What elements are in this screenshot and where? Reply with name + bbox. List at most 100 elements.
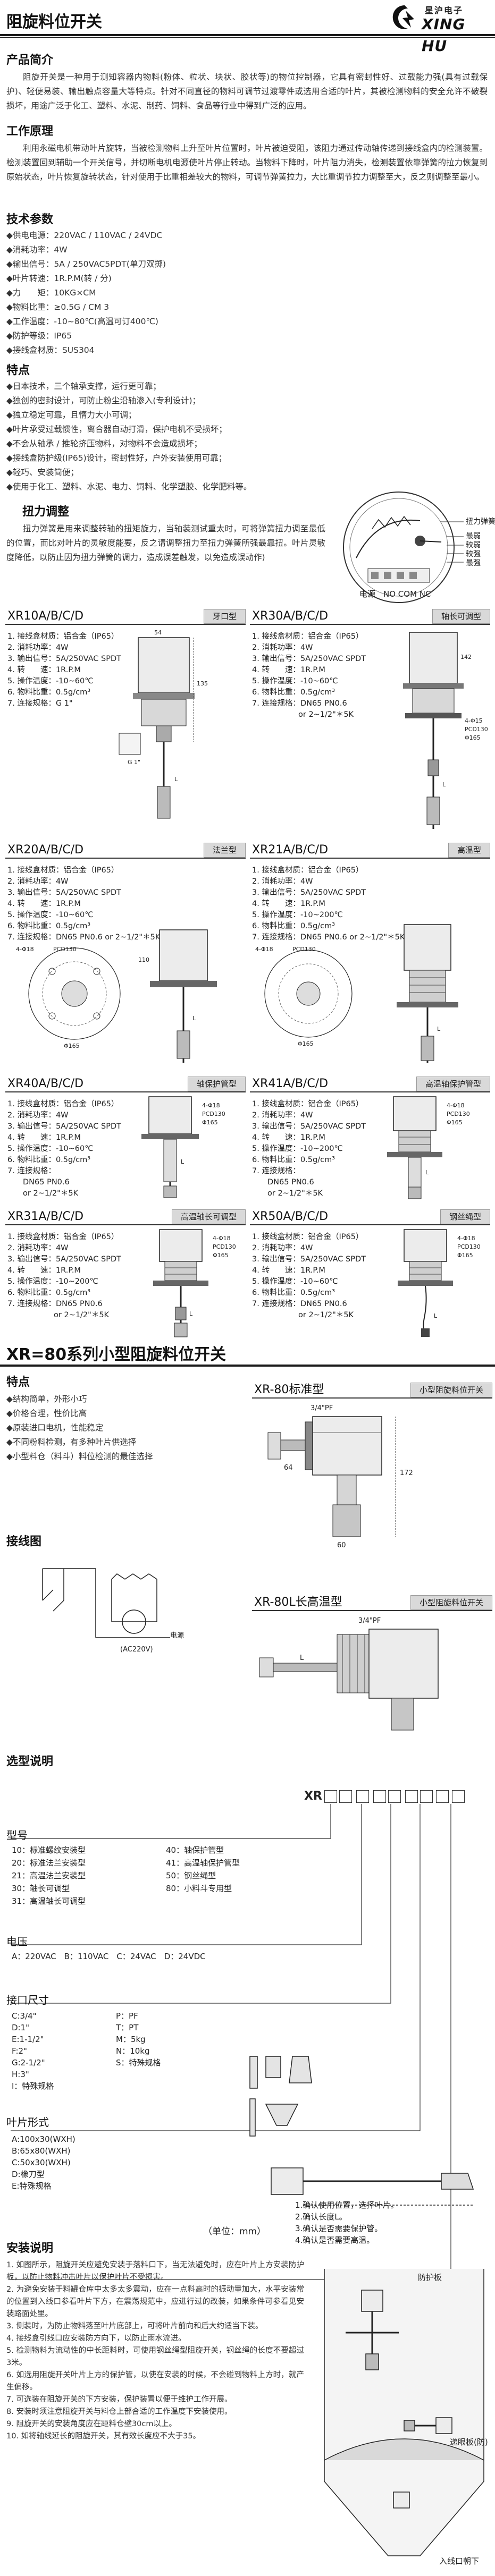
model-name: XR30A/B/C/D bbox=[252, 609, 329, 623]
tech-item: ◆力 矩：10KG×CM bbox=[6, 288, 96, 298]
xr80l-panel: XR-80L长高温型 小型阻旋料位开关 3/4"PF L bbox=[252, 1592, 492, 1762]
feature-item: ◆叶片承受过载惯性，离合器自动打滑，保护电机不受损坏； bbox=[6, 425, 227, 434]
blade-list: A:100x30(WXH) B:65x80(WXH) C:50x30(WXH) … bbox=[12, 2134, 75, 2191]
dim-label: 4-Φ18 bbox=[213, 1235, 231, 1242]
dim-label: L bbox=[434, 1312, 438, 1319]
model-tag: 高温轴长可调型 bbox=[171, 1209, 246, 1224]
dim-label: 4-Φ18 bbox=[255, 946, 273, 953]
dim-label: 4-Φ18 bbox=[457, 1235, 475, 1242]
code-box bbox=[420, 1790, 433, 1803]
intro-text: 阻旋开关是一种用于测知容器内物料(粉体、粒状、块状、胶状等)的物位控制器，它具有… bbox=[6, 72, 488, 111]
model-drawing: 3/4"PF 172 60 64 bbox=[267, 1404, 413, 1549]
model-name: XR-80L长高温型 bbox=[254, 1596, 342, 1609]
dim-label: 172 bbox=[400, 1469, 413, 1477]
model-tag: 高温轴保护管型 bbox=[416, 1077, 490, 1091]
type-title: 型号 bbox=[6, 1829, 28, 1842]
dim-label: 4-Φ15 bbox=[465, 717, 483, 724]
xr80-rule bbox=[0, 1365, 495, 1367]
page-header: 阻旋料位开关 星沪电子 XING HU bbox=[0, 0, 495, 55]
torque-label-weakest: 最弱 bbox=[466, 532, 481, 540]
code-box bbox=[356, 1790, 369, 1803]
code-box bbox=[373, 1790, 386, 1803]
code-box bbox=[339, 1790, 352, 1803]
wiring-voltage: (AC220V) bbox=[120, 1646, 153, 1654]
tech-item: ◆防护等级：IP65 bbox=[6, 331, 72, 341]
power-options: A：220VAC B：110VAC C：24VAC D：24VDC bbox=[12, 1952, 206, 1961]
feature-item: ◆独立稳定可靠，且惰力大小可调； bbox=[6, 410, 137, 420]
dim-label: 4-Φ18 bbox=[202, 1102, 220, 1109]
model-name: XR10A/B/C/D bbox=[7, 609, 84, 623]
dim-label: PCD130 bbox=[202, 1111, 225, 1117]
model-panel-xr40: XR40A/B/C/D 轴保护管型 1. 接线盒材质：铝合金（IP65）2. 消… bbox=[5, 1073, 246, 1201]
selection-leader-lines bbox=[11, 1804, 451, 2280]
model-specs: 1. 接线盒材质：铝合金（IP65）2. 消耗功率：4W 3. 输出信号：5A/… bbox=[7, 1233, 122, 1319]
tech-item: ◆供电电源：220VAC / 110VAC / 24VDC bbox=[6, 231, 163, 240]
torque-label-weak: 较弱 bbox=[466, 541, 481, 549]
dim-label: 110 bbox=[138, 956, 149, 963]
page-title: 阻旋料位开关 bbox=[6, 13, 102, 31]
model-code-prefix: XR bbox=[304, 1790, 322, 1803]
power-title: 电压 bbox=[6, 1935, 28, 1948]
dim-label: PCD130 bbox=[292, 946, 316, 953]
feature-item: ◆独创的密封设计，可防止粉尘沿轴渗入(专利设计)； bbox=[6, 396, 201, 405]
dim-label: L bbox=[189, 1310, 193, 1317]
code-box bbox=[388, 1790, 401, 1803]
code-box bbox=[405, 1790, 418, 1803]
feature-item: ◆日本技术，三个轴承支撑，运行更可靠； bbox=[6, 382, 161, 391]
dim-label: L bbox=[442, 781, 446, 788]
xr80-feature: ◆不同粉料检测，有多种叶片供选择 bbox=[6, 1437, 137, 1447]
dim-label: 60 bbox=[337, 1541, 346, 1549]
model-drawing: 4-Φ15 PCD130 Φ165 142 L bbox=[403, 632, 488, 829]
model-name: XR21A/B/C/D bbox=[252, 843, 329, 857]
torque-label-strongest: 最强 bbox=[466, 559, 481, 567]
model-name: XR-80标准型 bbox=[254, 1383, 324, 1396]
model-specs: 1. 接线盒材质：铝合金（IP65）2. 消耗功率：4W 3. 输出信号：5A/… bbox=[252, 632, 366, 719]
tech-item: ◆接线盒材质：SUS304 bbox=[6, 345, 95, 355]
install-label-plate: 递眼板(防) bbox=[450, 2437, 488, 2447]
intro-title: 产品简介 bbox=[6, 54, 54, 67]
tech-item: ◆物料比重：≥0.5G / CM 3 bbox=[6, 302, 110, 312]
xr80-feature: ◆原装进口电机，性能稳定 bbox=[6, 1423, 104, 1433]
model-name: XR41A/B/C/D bbox=[252, 1077, 329, 1090]
torque-text: 扭力弹簧是用来调整转轴的扭矩旋力，当轴装测试重太时，可将弹簧扭力调至最低的位置，… bbox=[6, 524, 325, 562]
dim-label: Φ165 bbox=[298, 1040, 314, 1047]
tech-item: ◆输出信号：5A / 250VAC5PDT(单刀双掷) bbox=[6, 259, 166, 269]
brand-name-en: XING HU bbox=[422, 15, 466, 55]
dim-label: 64 bbox=[284, 1464, 293, 1472]
dim-label: 3/4"PF bbox=[311, 1404, 333, 1412]
torque-terminals: 电源 NO COM NC bbox=[359, 589, 431, 599]
model-drawing: 3/4"PF L bbox=[259, 1617, 439, 1731]
xr80-features-list: ◆结构简单，外形小巧 ◆价格合理，性价比高 ◆原装进口电机，性能稳定 ◆不同粉料… bbox=[6, 1392, 153, 1464]
selection-notes: 1.确认使用位置，选择叶片。 2.确认长度L。 3.确认是否需要保护管。 4.确… bbox=[295, 2200, 399, 2245]
install-title: 安装说明 bbox=[6, 2242, 54, 2255]
dim-label: Φ165 bbox=[447, 1119, 463, 1126]
model-tag: 法兰型 bbox=[203, 843, 246, 858]
dim-label: PCD130 bbox=[457, 1243, 481, 1250]
xr80-feature: ◆价格合理，性价比高 bbox=[6, 1409, 87, 1418]
dim-label: 142 bbox=[460, 654, 472, 660]
model-panel-xr30: XR30A/B/C/D 轴长可调型 1. 接线盒材质：铝合金（IP65）2. 消… bbox=[250, 606, 490, 834]
principle-text: 利用永磁电机带动叶片旋转，当被检测物料上升至叶片位置时，叶片被迫受阻，该阻力通过… bbox=[6, 143, 488, 182]
tech-title: 技术参数 bbox=[6, 213, 54, 226]
dim-label: Φ165 bbox=[457, 1252, 473, 1259]
model-tag: 轴长可调型 bbox=[432, 609, 490, 624]
model-drawing: 4-Φ18 PCD130 Φ165 110 L bbox=[16, 929, 217, 1063]
wiring-power-label: 电源 bbox=[170, 1632, 184, 1640]
model-specs: 1. 接线盒材质：铝合金（IP65）2. 消耗功率：4W 3. 输出信号：5A/… bbox=[252, 866, 405, 942]
dim-label: Φ165 bbox=[465, 734, 481, 741]
dim-label: Φ165 bbox=[64, 1043, 80, 1049]
dim-label: 4-Φ18 bbox=[16, 946, 34, 953]
principle-title: 工作原理 bbox=[6, 125, 54, 138]
dim-label: PCD130 bbox=[465, 726, 488, 733]
wiring-title: 接线图 bbox=[6, 1535, 42, 1548]
code-box bbox=[436, 1790, 449, 1803]
dim-label: L bbox=[437, 1026, 441, 1032]
header-rule bbox=[0, 34, 495, 36]
model-specs: 1. 接线盒材质：铝合金（IP65）2. 消耗功率：4W 3. 输出信号：5A/… bbox=[252, 1233, 366, 1319]
dim-label: Φ165 bbox=[213, 1252, 229, 1259]
install-label-entry: 入线口朝下 bbox=[439, 2556, 480, 2566]
tech-list: ◆供电电源：220VAC / 110VAC / 24VDC ◆消耗功率：4W ◆… bbox=[6, 228, 166, 358]
dim-label: PCD130 bbox=[53, 946, 77, 953]
dim-label: Φ165 bbox=[202, 1119, 218, 1126]
